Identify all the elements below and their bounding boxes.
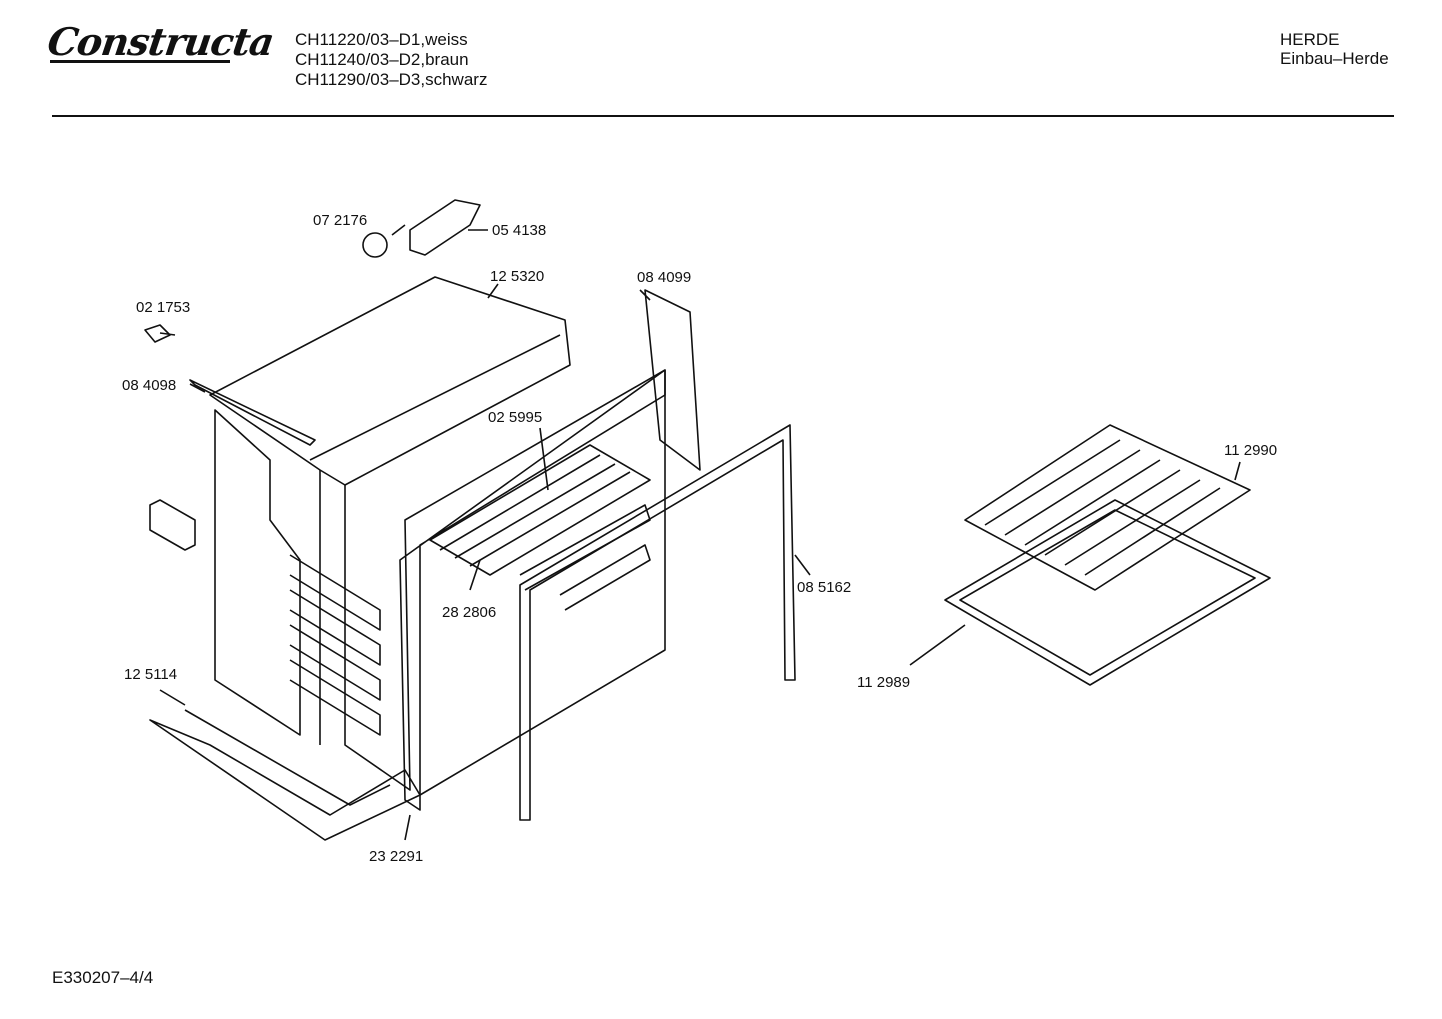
oven-side-panel <box>214 409 301 736</box>
logo-underline <box>50 60 230 63</box>
category-subtitle: Einbau–Herde <box>1280 49 1389 68</box>
model-list: CH11220/03–D1,weiss CH11240/03–D2,braun … <box>295 30 487 90</box>
oven-rack <box>964 424 1251 591</box>
part-label: 11 2989 <box>857 674 911 691</box>
baking-tray <box>944 499 1271 686</box>
part-label: 08 5162 <box>797 579 852 596</box>
part-label: 07 2176 <box>313 212 368 229</box>
category-block: HERDE Einbau–Herde <box>1280 30 1389 68</box>
model-line: CH11220/03–D1,weiss <box>295 30 468 49</box>
part-label: 08 4098 <box>122 377 177 394</box>
category-title: HERDE <box>1280 30 1340 49</box>
leader-lines <box>159 224 1241 841</box>
model-line: CH11240/03–D2,braun <box>295 50 469 69</box>
part-label: 02 1753 <box>136 299 191 316</box>
part-label: 28 2806 <box>442 604 497 621</box>
part-label: 02 5995 <box>488 409 543 426</box>
top-rail <box>189 379 316 446</box>
oven-front-frame <box>344 369 666 796</box>
oven-ribs <box>289 554 381 736</box>
bottom-tray <box>149 719 421 841</box>
part-label: 12 5320 <box>490 268 545 285</box>
part-label: 23 2291 <box>369 848 424 865</box>
front-frame <box>399 369 666 811</box>
model-line: CH11290/03–D3,schwarz <box>295 70 488 89</box>
part-label: 12 5114 <box>124 666 178 683</box>
door-gasket <box>519 424 796 821</box>
part-label: 05 4138 <box>492 222 547 239</box>
lamp-holder <box>409 199 481 256</box>
part-label: 08 4099 <box>637 269 692 286</box>
document-id: E330207–4/4 <box>52 968 154 987</box>
rear-panel <box>644 289 701 471</box>
side-bracket <box>149 499 196 551</box>
lamp-bulb <box>362 232 388 258</box>
part-label: 11 2990 <box>1224 442 1278 459</box>
header-rule <box>52 115 1394 117</box>
